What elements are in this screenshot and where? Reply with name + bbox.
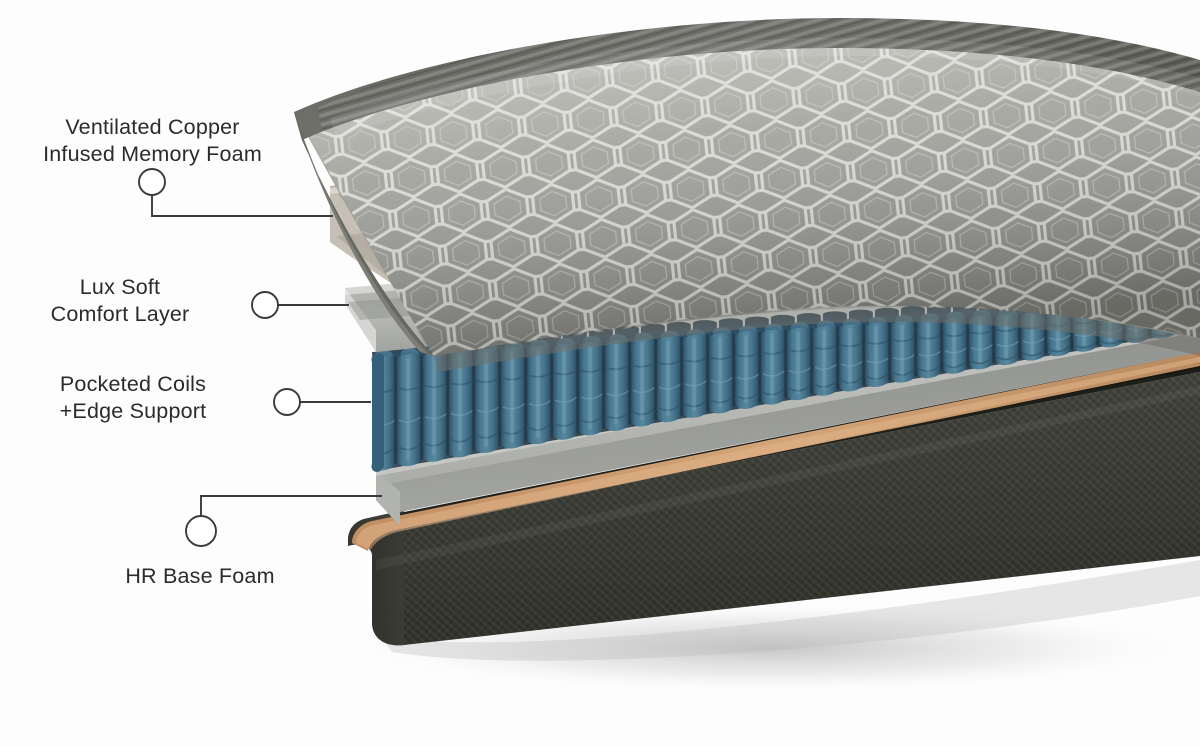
layer-ventilated-cover — [294, 18, 1200, 372]
leader-dot-base — [185, 515, 217, 547]
leader-lines — [138, 168, 382, 547]
layer-hr-base-foam — [348, 352, 1200, 646]
leader-dot-cover — [138, 168, 166, 196]
leader-dot-comfort — [251, 291, 279, 319]
label-ventilated-cover: Ventilated Copper Infused Memory Foam — [43, 115, 262, 166]
label-lux-soft-comfort: Lux Soft Comfort Layer — [50, 275, 190, 326]
leader-path-base — [200, 495, 382, 517]
leader-dot-coils — [273, 388, 301, 416]
label-pocketed-coils: Pocketed Coils +Edge Support — [59, 372, 207, 423]
leader-path-cover — [151, 194, 333, 217]
label-hr-base-foam: HR Base Foam — [125, 564, 275, 588]
